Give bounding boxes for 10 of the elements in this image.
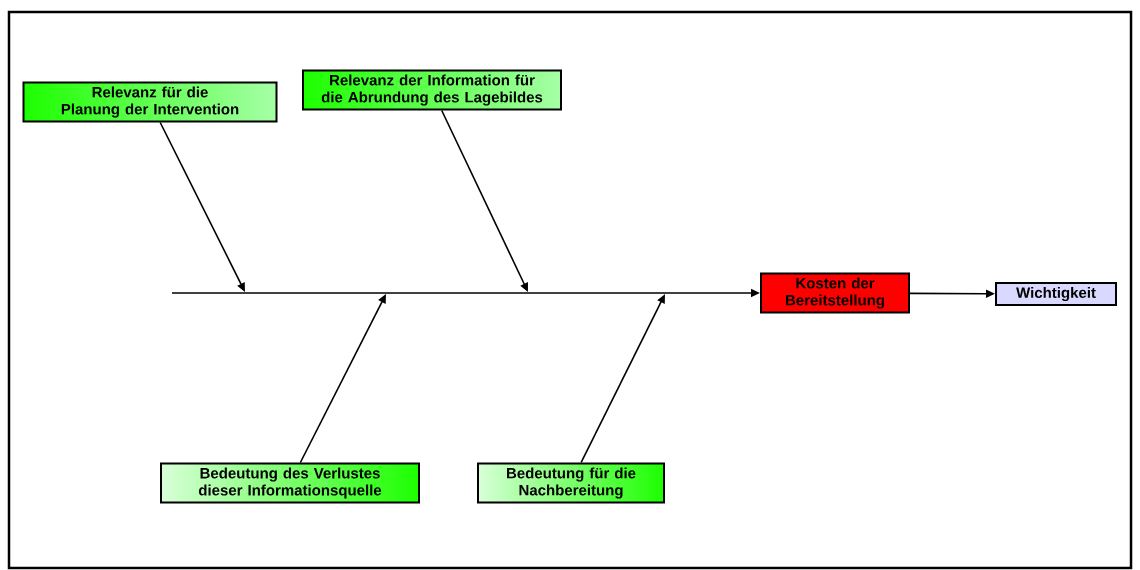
- cause-box: Bedeutung für die Nachbereitung: [477, 462, 665, 504]
- arrow: [159, 121, 245, 292]
- arrow: [440, 109, 528, 292]
- cause-box: Relevanz für die Planung der Intervention: [22, 81, 278, 123]
- arrow: [299, 294, 386, 464]
- cause-box: Bedeutung des Verlustes dieser Informationsquelle: [160, 462, 420, 504]
- effect-box: Kosten der Bereitstellung: [760, 272, 910, 314]
- result-box: Wichtigkeit: [995, 281, 1117, 306]
- arrow: [580, 294, 665, 464]
- cause-box: Relevanz der Information für die Abrundung des Lagebildes: [302, 69, 562, 111]
